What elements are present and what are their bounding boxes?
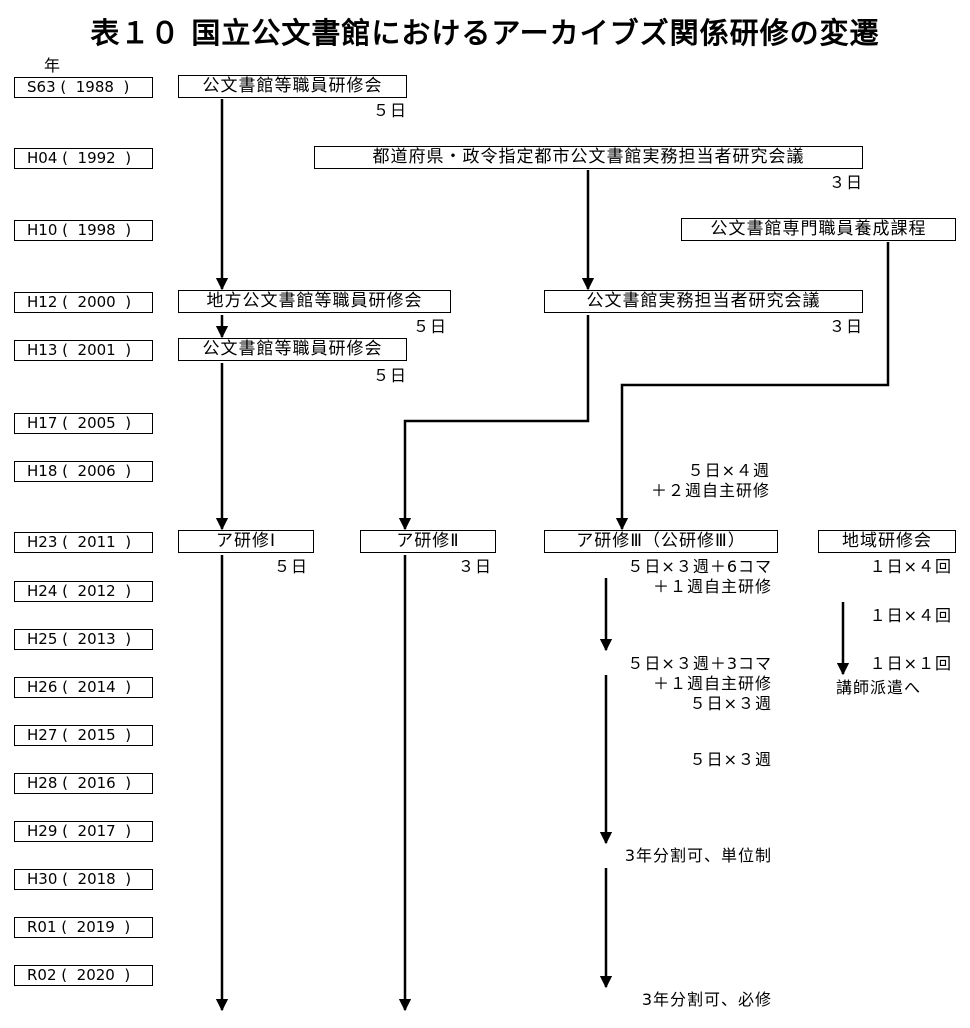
- year-label: H27 ( 2015 ): [14, 725, 153, 746]
- year-label: R01 ( 2019 ): [14, 917, 153, 938]
- box-regional-training: 地域研修会: [818, 530, 956, 553]
- arrow-1998-ken3: [615, 242, 890, 531]
- year-label: R02 ( 2020 ): [14, 965, 153, 986]
- box-2000-practitioner-meeting: 公文書館実務担当者研究会議: [544, 290, 863, 313]
- year-label: H26 ( 2014 ): [14, 677, 153, 698]
- year-label: H04 ( 1992 ): [14, 148, 153, 169]
- duration-ken3-2014: ５日×３週＋3コマ ＋１週自主研修 ５日×３週: [627, 654, 772, 713]
- year-label: H24 ( 2012 ): [14, 581, 153, 602]
- duration-ken2: ３日: [457, 557, 492, 576]
- box-1992-prefecture-meeting: 都道府県・政令指定都市公文書館実務担当者研究会議: [314, 146, 863, 169]
- box-1998-specialist-course: 公文書館専門職員養成課程: [681, 218, 956, 241]
- year-column-header: 年: [44, 56, 61, 75]
- box-2000-local-staff-training: 地方公文書館等職員研修会: [178, 290, 451, 313]
- duration-ken3-2020: 3年分割可、必修: [641, 990, 772, 1009]
- duration-ken3-2016: ５日×３週: [689, 750, 772, 769]
- box-1988-staff-training: 公文書館等職員研修会: [178, 75, 407, 98]
- regional-2014: １日×１回: [869, 654, 952, 673]
- year-label: H18 ( 2006 ): [14, 461, 153, 482]
- regional-2013: １日×４回: [869, 606, 952, 625]
- year-label: H12 ( 2000 ): [14, 292, 153, 313]
- regional-2014-dispatch: 講師派遣へ: [836, 678, 922, 697]
- page-title: 表１０ 国立公文書館におけるアーカイブズ関係研修の変遷: [90, 16, 880, 50]
- box-archives-training-1: ア研修Ⅰ: [178, 530, 314, 553]
- box-archives-training-3: ア研修Ⅲ（公研修Ⅲ）: [544, 530, 778, 553]
- arrow-2000b-ken2: [398, 315, 590, 531]
- duration-2000b: ３日: [828, 317, 863, 336]
- year-label: H13 ( 2001 ): [14, 340, 153, 361]
- regional-2011: １日×４回: [869, 557, 952, 576]
- duration-2001: ５日: [372, 366, 407, 385]
- duration-1992: ３日: [828, 173, 863, 192]
- year-label: H25 ( 2013 ): [14, 629, 153, 650]
- box-archives-training-2: ア研修Ⅱ: [360, 530, 496, 553]
- box-2001-staff-training: 公文書館等職員研修会: [178, 338, 407, 361]
- duration-1988: ５日: [372, 101, 407, 120]
- year-label: H10 ( 1998 ): [14, 220, 153, 241]
- duration-2000a: ５日: [412, 317, 447, 336]
- year-label: H29 ( 2017 ): [14, 821, 153, 842]
- year-label: H28 ( 2016 ): [14, 773, 153, 794]
- duration-2006: ５日×４週 ＋２週自主研修: [650, 461, 770, 500]
- year-label: S63 ( 1988 ): [14, 77, 153, 98]
- year-label: H23 ( 2011 ): [14, 532, 153, 553]
- duration-ken1: ５日: [273, 557, 308, 576]
- duration-ken3-2018: 3年分割可、単位制: [624, 846, 772, 865]
- year-label: H30 ( 2018 ): [14, 869, 153, 890]
- year-label: H17 ( 2005 ): [14, 413, 153, 434]
- duration-ken3-2011: ５日×３週＋6コマ ＋１週自主研修: [627, 557, 772, 596]
